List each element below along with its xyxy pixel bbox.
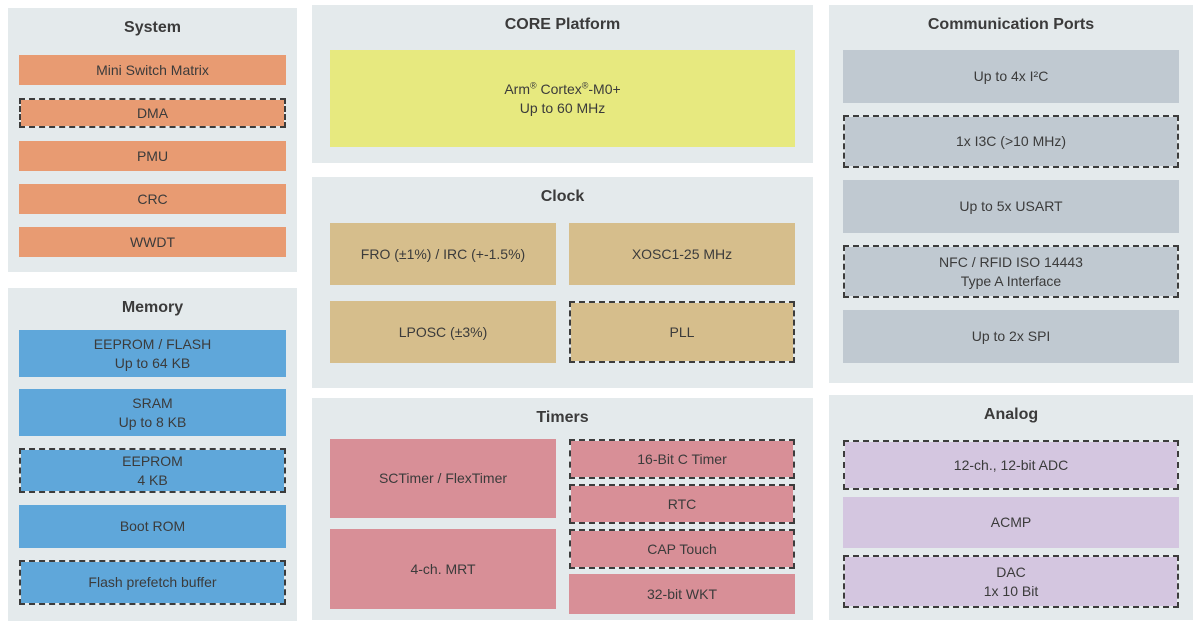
- panel-core-platform: CORE Platform Arm® Cortex®-M0+ Up to 60 …: [312, 5, 813, 163]
- block-32bit-wkt: 32-bit WKT: [569, 574, 795, 614]
- block-eeprom-4kb: EEPROM 4 KB: [19, 448, 286, 493]
- text-part: Cortex: [536, 81, 582, 98]
- core-blocks: Arm® Cortex®-M0+ Up to 60 MHz: [330, 50, 795, 147]
- cpu-name-line: Arm® Cortex®-M0+: [504, 80, 620, 98]
- block-label: NFC / RFID ISO 14443: [939, 254, 1083, 271]
- block-dac: DAC 1x 10 Bit: [843, 555, 1179, 608]
- core-platform-title: CORE Platform: [504, 16, 621, 33]
- analog-title: Analog: [983, 406, 1039, 423]
- timers-blocks: SCTimer / FlexTimer 4-ch. MRT 16-Bit C T…: [330, 439, 795, 614]
- block-i2c: Up to 4x I²C: [843, 50, 1179, 103]
- panel-memory: Memory EEPROM / FLASH Up to 64 KB SRAM U…: [8, 288, 297, 621]
- system-blocks: Mini Switch Matrix DMA PMU CRC WWDT: [19, 55, 286, 257]
- registered-mark: ®: [581, 80, 589, 91]
- block-lposc: LPOSC (±3%): [330, 301, 556, 363]
- block-sctimer-flextimer: SCTimer / FlexTimer: [330, 439, 556, 518]
- panel-clock: Clock FRO (±1%) / IRC (+-1.5%) XOSC1-25 …: [312, 177, 813, 388]
- block-fro-irc: FRO (±1%) / IRC (+-1.5%): [330, 223, 556, 285]
- block-i3c: 1x I3C (>10 MHz): [843, 115, 1179, 168]
- system-title: System: [124, 19, 181, 36]
- timers-left-column: SCTimer / FlexTimer 4-ch. MRT: [330, 439, 556, 614]
- block-acmp: ACMP: [843, 497, 1179, 548]
- block-4ch-mrt: 4-ch. MRT: [330, 529, 556, 609]
- block-cap-touch: CAP Touch: [569, 529, 795, 569]
- block-wwdt: WWDT: [19, 227, 286, 257]
- block-sublabel: Up to 64 KB: [114, 354, 191, 371]
- block-usart: Up to 5x USART: [843, 180, 1179, 233]
- block-boot-rom: Boot ROM: [19, 505, 286, 548]
- block-sublabel: 4 KB: [137, 471, 168, 488]
- registered-mark: ®: [529, 80, 537, 91]
- block-xosc: XOSC1-25 MHz: [569, 223, 795, 285]
- block-dma: DMA: [19, 98, 286, 128]
- block-arm-cortex-m0plus: Arm® Cortex®-M0+ Up to 60 MHz: [330, 50, 795, 147]
- timers-title: Timers: [536, 409, 589, 426]
- clock-blocks: FRO (±1%) / IRC (+-1.5%) XOSC1-25 MHz LP…: [330, 223, 795, 363]
- comm-blocks: Up to 4x I²C 1x I3C (>10 MHz) Up to 5x U…: [843, 50, 1179, 363]
- block-label: DAC: [996, 564, 1026, 581]
- block-label: EEPROM / FLASH: [93, 336, 212, 353]
- block-adc: 12-ch., 12-bit ADC: [843, 440, 1179, 490]
- text-part: -M0+: [588, 81, 621, 98]
- panel-system: System Mini Switch Matrix DMA PMU CRC WW…: [8, 8, 297, 272]
- block-spi: Up to 2x SPI: [843, 310, 1179, 363]
- block-16bit-c-timer: 16-Bit C Timer: [569, 439, 795, 479]
- block-eeprom-flash: EEPROM / FLASH Up to 64 KB: [19, 330, 286, 377]
- panel-timers: Timers SCTimer / FlexTimer 4-ch. MRT 16-…: [312, 398, 813, 620]
- block-crc: CRC: [19, 184, 286, 214]
- block-sram: SRAM Up to 8 KB: [19, 389, 286, 436]
- analog-blocks: 12-ch., 12-bit ADC ACMP DAC 1x 10 Bit: [843, 440, 1179, 608]
- memory-blocks: EEPROM / FLASH Up to 64 KB SRAM Up to 8 …: [19, 330, 286, 605]
- panel-communication-ports: Communication Ports Up to 4x I²C 1x I3C …: [829, 5, 1193, 383]
- memory-title: Memory: [121, 299, 184, 316]
- communication-ports-title: Communication Ports: [927, 16, 1095, 33]
- clock-title: Clock: [540, 188, 585, 205]
- block-pll: PLL: [569, 301, 795, 363]
- text-part: Arm: [504, 81, 530, 98]
- timers-right-column: 16-Bit C Timer RTC CAP Touch 32-bit WKT: [569, 439, 795, 614]
- block-label: SRAM: [132, 395, 173, 412]
- panel-analog: Analog 12-ch., 12-bit ADC ACMP DAC 1x 10…: [829, 395, 1193, 620]
- block-nfc-rfid: NFC / RFID ISO 14443 Type A Interface: [843, 245, 1179, 298]
- block-sublabel: Type A Interface: [960, 272, 1062, 289]
- block-sublabel: Up to 8 KB: [118, 413, 187, 430]
- block-pmu: PMU: [19, 141, 286, 171]
- block-sublabel: 1x 10 Bit: [983, 582, 1039, 599]
- block-flash-prefetch-buffer: Flash prefetch buffer: [19, 560, 286, 605]
- block-label: EEPROM: [122, 453, 183, 470]
- block-rtc: RTC: [569, 484, 795, 524]
- cpu-speed-line: Up to 60 MHz: [519, 99, 606, 116]
- block-mini-switch-matrix: Mini Switch Matrix: [19, 55, 286, 85]
